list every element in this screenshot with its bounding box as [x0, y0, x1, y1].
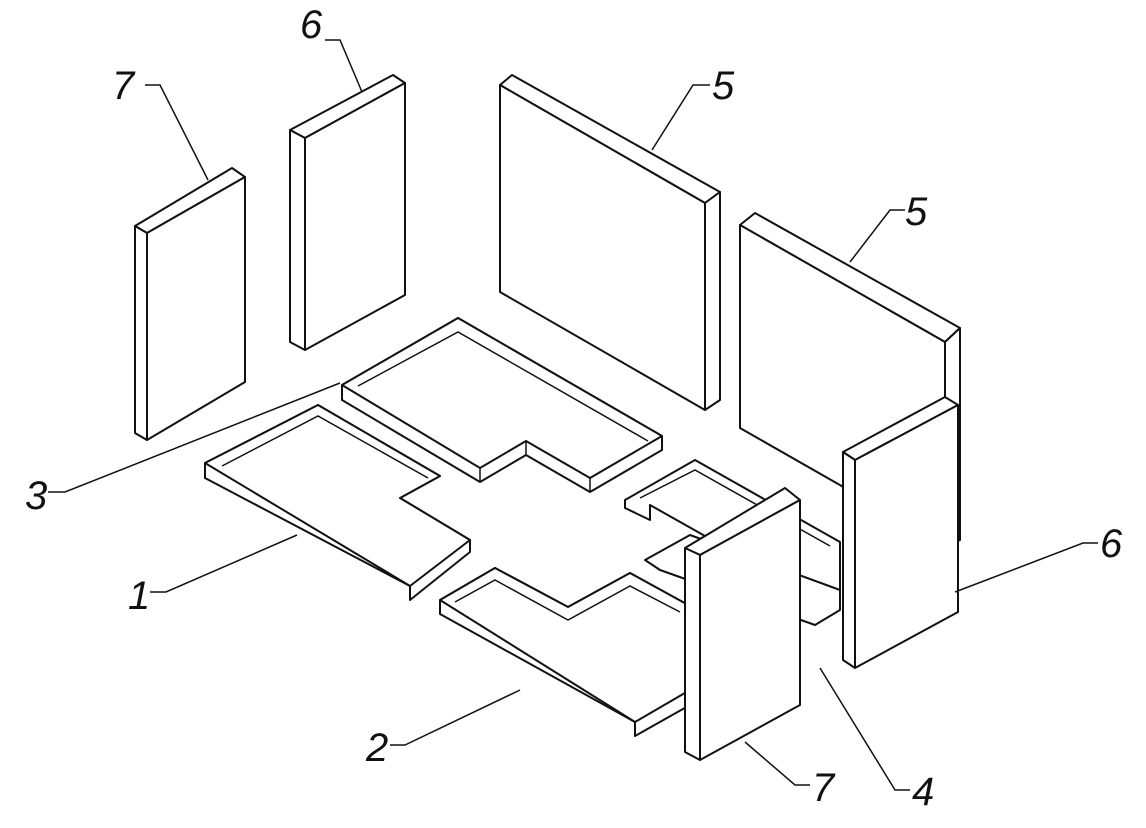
floor-plate-3: [341, 317, 663, 493]
panel-7-left: [134, 167, 246, 441]
leader-lines: [48, 39, 1098, 791]
label-2: 2: [366, 726, 389, 770]
label-6-right: 6: [1100, 522, 1123, 566]
label-7-bottom: 7: [812, 766, 835, 810]
label-7-top: 7: [112, 64, 135, 108]
label-1: 1: [128, 574, 151, 618]
label-6-top: 6: [300, 3, 323, 47]
label-5-right: 5: [905, 190, 928, 234]
panel-6-top: [289, 74, 406, 351]
label-3: 3: [25, 474, 48, 518]
panel-5-back: [499, 74, 721, 411]
label-4: 4: [912, 770, 935, 814]
panel-7-front: [684, 487, 801, 761]
label-5-top: 5: [712, 64, 735, 108]
panel-6-right: [842, 396, 959, 669]
floor-plate-1: [204, 404, 471, 601]
